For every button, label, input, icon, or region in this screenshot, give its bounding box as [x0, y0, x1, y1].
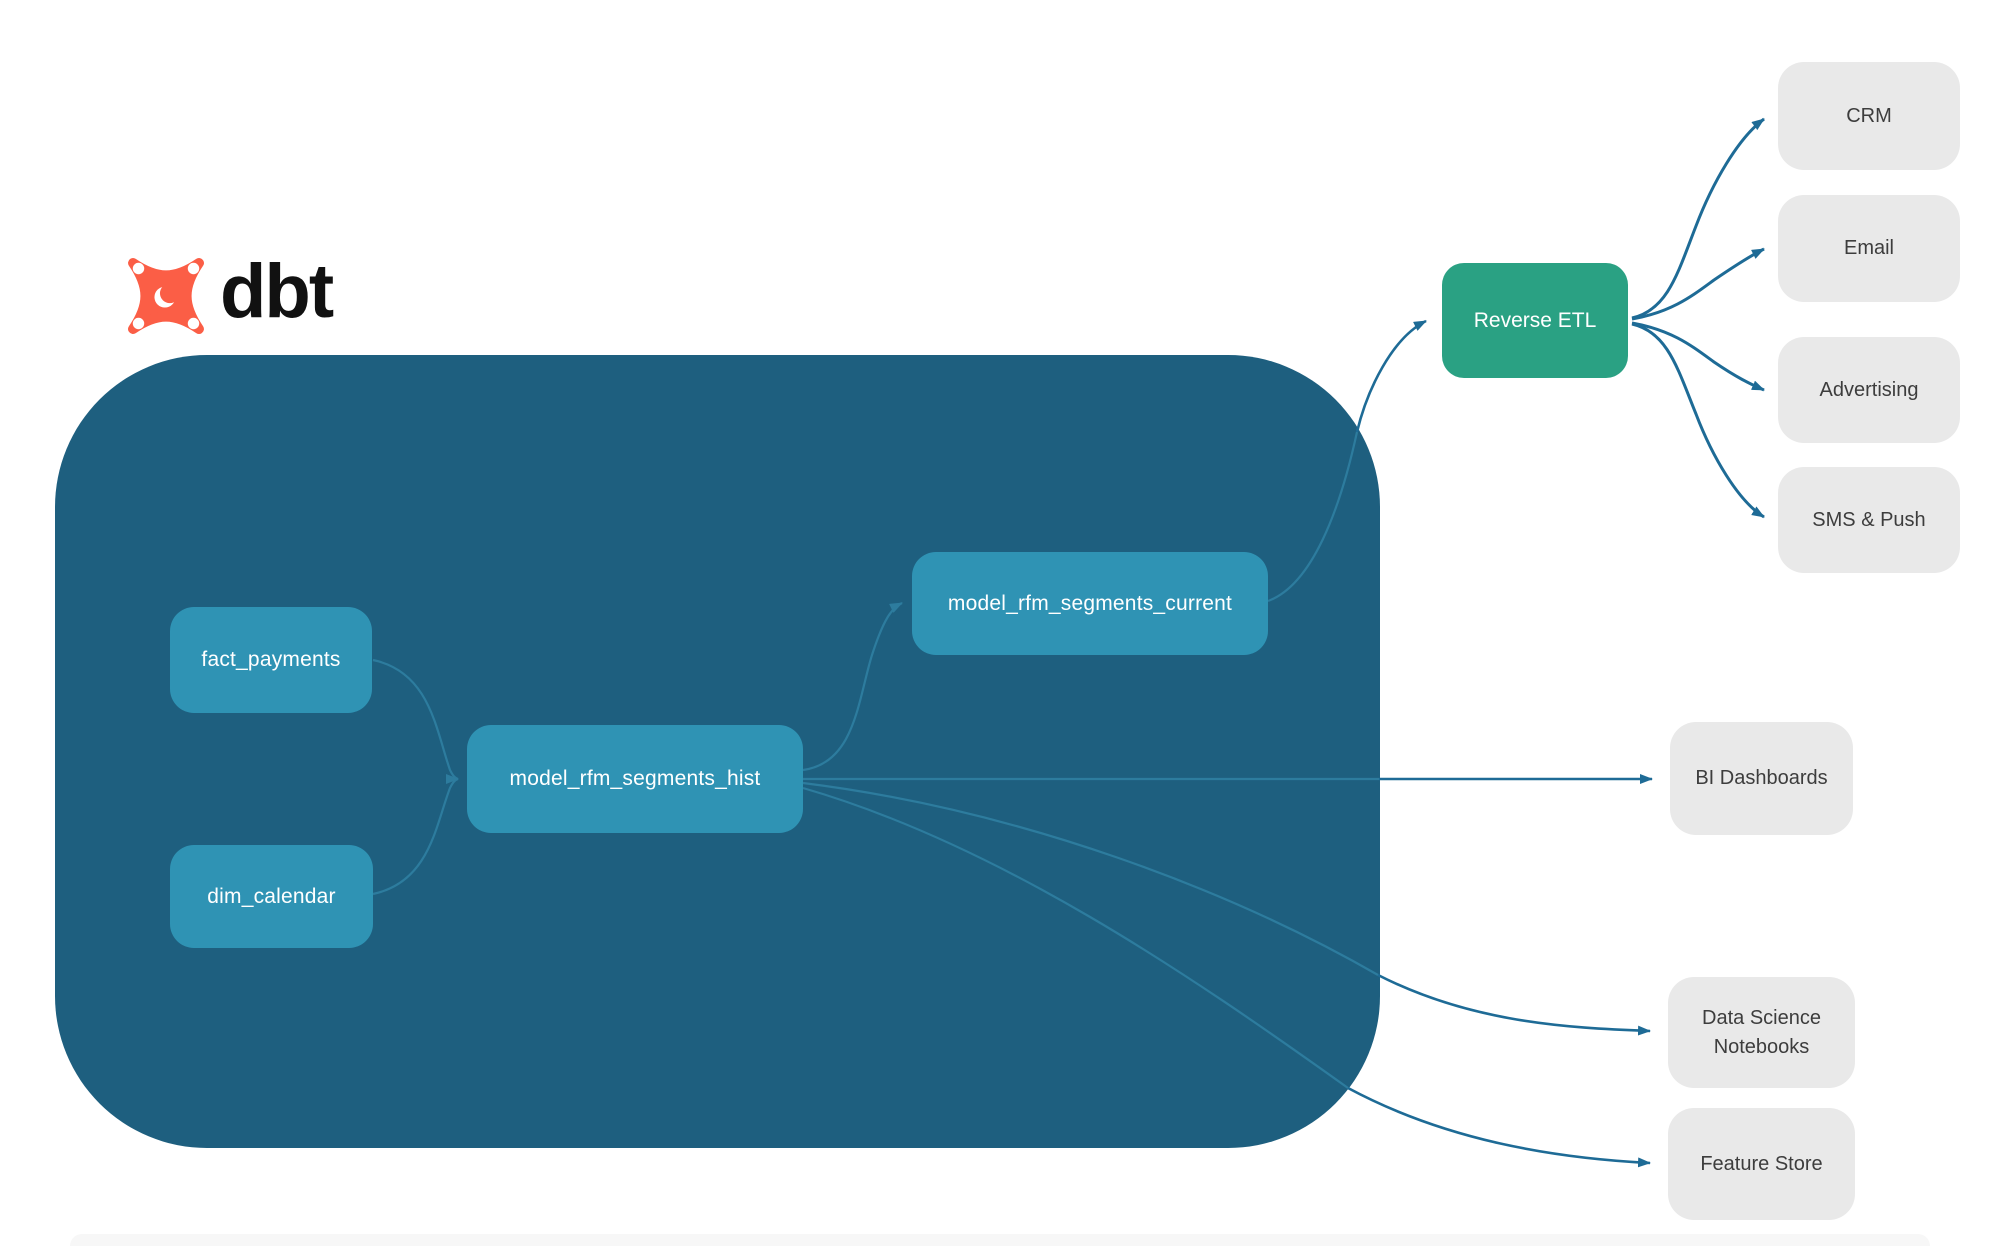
edge-current-to-etl-inside [1267, 431, 1359, 603]
bottom-page-strip [70, 1234, 1930, 1246]
dbt-logo-icon [128, 258, 204, 334]
node-label: CRM [1846, 104, 1892, 127]
node-fact-payments[interactable]: fact_payments [170, 607, 372, 713]
node-label: SMS & Push [1812, 508, 1926, 531]
node-email[interactable]: Email [1778, 195, 1960, 302]
edge-etl-to-sms [1631, 322, 1765, 519]
node-reverse-etl[interactable]: Reverse ETL [1442, 263, 1628, 378]
edge-hist-to-ds-outside [1377, 973, 1651, 1036]
node-label: Reverse ETL [1473, 308, 1597, 332]
edge-etl-to-advertising [1631, 321, 1765, 392]
node-sms-push[interactable]: SMS & Push [1778, 467, 1960, 573]
inside-edges [372, 431, 1379, 1089]
node-feature-store[interactable]: Feature Store [1668, 1108, 1855, 1220]
node-label: fact_payments [201, 648, 341, 671]
edge-hist-to-fs-inside [802, 786, 1349, 1089]
node-label: dim_calendar [207, 884, 336, 908]
edge-current-to-etl-outside [1355, 319, 1427, 433]
edge-hist-to-ds-inside [802, 781, 1379, 976]
node-bi-dashboards[interactable]: BI Dashboards [1670, 722, 1853, 835]
node-data-science-notebooks[interactable]: Data Science Notebooks [1668, 977, 1855, 1088]
edge-dim-to-hist [372, 777, 459, 896]
node-label: Feature Store [1700, 1152, 1823, 1175]
dbt-logo: dbt [122, 249, 334, 340]
edge-hist-to-fs-outside [1347, 1086, 1651, 1168]
node-label: Data Science Notebooks [1702, 1006, 1821, 1058]
etl-fanout-edges [1631, 117, 1765, 519]
edge-fact-to-hist [372, 658, 459, 781]
node-advertising[interactable]: Advertising [1778, 337, 1960, 443]
node-model-rfm-segments-current[interactable]: model_rfm_segments_current [912, 552, 1268, 655]
edge-hist-to-current [802, 602, 903, 772]
edge-etl-to-crm [1631, 117, 1765, 320]
node-label: BI Dashboards [1695, 767, 1828, 789]
node-label: Advertising [1819, 378, 1919, 401]
node-model-rfm-segments-hist[interactable]: model_rfm_segments_hist [467, 725, 803, 833]
node-label: Email [1843, 237, 1894, 259]
outside-edges [1347, 319, 1653, 1168]
node-crm[interactable]: CRM [1778, 62, 1960, 170]
dbt-logo-wordmark: dbt [220, 249, 334, 334]
node-label: model_rfm_segments_current [947, 591, 1233, 615]
node-dim-calendar[interactable]: dim_calendar [170, 845, 373, 948]
node-label: model_rfm_segments_hist [509, 767, 761, 790]
edge-etl-to-email [1631, 247, 1765, 321]
